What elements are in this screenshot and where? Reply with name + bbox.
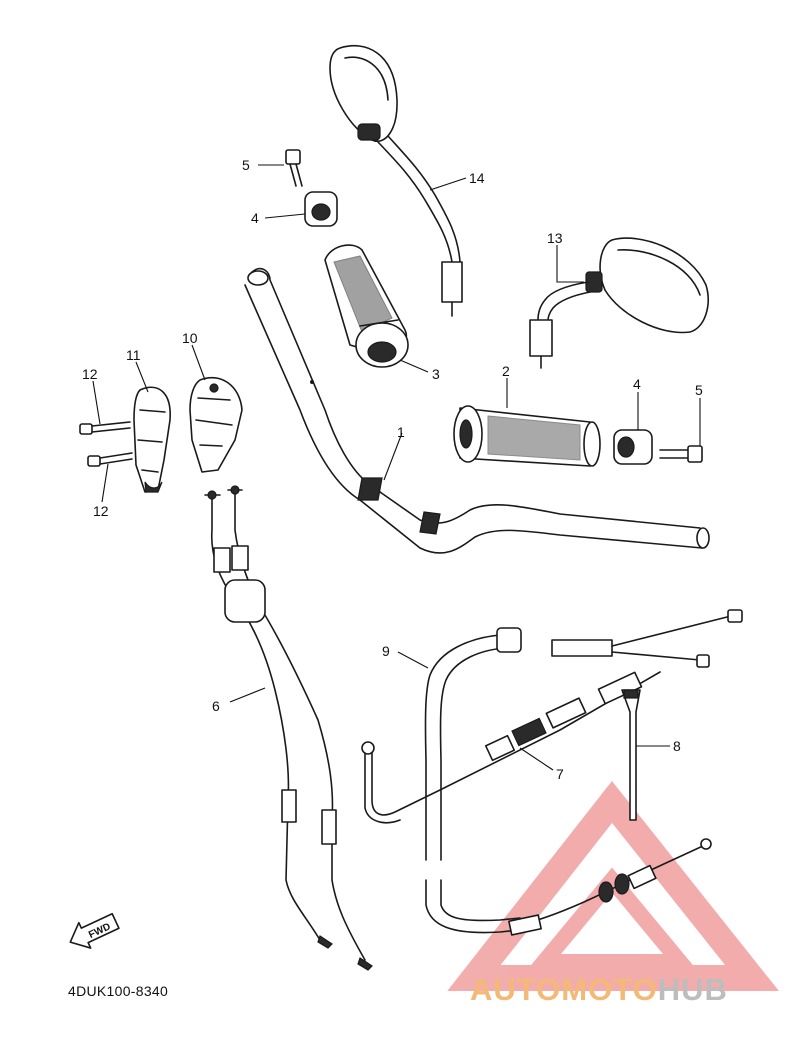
holder-lower — [133, 386, 171, 493]
callout-3: 3 — [432, 366, 440, 382]
callout-12-top: 12 — [82, 366, 98, 382]
document-code: 4DUK100-8340 — [68, 983, 169, 999]
clutch-cable — [361, 671, 661, 824]
callout-7: 7 — [556, 766, 564, 782]
watermark-brand-hub: HUB — [657, 972, 728, 1007]
watermark-triangle-icon — [447, 781, 779, 991]
grip-end-top — [304, 191, 338, 227]
grip-end-right — [613, 429, 653, 465]
watermark-brand-auto: AUTOMOTO — [470, 972, 658, 1007]
callout-12-bottom: 12 — [93, 503, 109, 519]
callout-4-right: 4 — [633, 376, 641, 392]
bolt-top — [285, 149, 303, 187]
throttle-cables — [204, 485, 373, 971]
watermark-logo: AUTOMOTOHUB — [470, 972, 728, 1008]
callouts: 1 2 3 4 4 5 5 6 7 8 9 10 11 12 12 13 14 — [82, 157, 703, 782]
callout-1: 1 — [397, 424, 405, 440]
hose — [424, 609, 743, 934]
mirror-right — [529, 237, 709, 369]
callout-13: 13 — [547, 230, 563, 246]
holder-upper — [189, 376, 243, 473]
callout-5-right: 5 — [695, 382, 703, 398]
callout-11: 11 — [126, 347, 141, 363]
left-grip — [453, 405, 601, 467]
mirror-left — [329, 44, 463, 317]
cable-adjuster — [508, 838, 712, 936]
handlebar — [244, 267, 710, 554]
callout-6: 6 — [212, 698, 220, 714]
callout-14: 14 — [469, 170, 485, 186]
callout-5-top: 5 — [242, 157, 250, 173]
cable-band — [621, 689, 641, 821]
callout-8: 8 — [673, 738, 681, 754]
leader-lines — [92, 164, 701, 771]
callout-4-top: 4 — [251, 210, 259, 226]
callout-10: 10 — [182, 330, 198, 346]
bolt-right — [659, 445, 703, 463]
callout-2: 2 — [502, 363, 510, 379]
fwd-arrow-icon: FWD — [69, 912, 120, 949]
throttle-grip — [324, 244, 409, 368]
screw-lower — [87, 452, 133, 467]
callout-9: 9 — [382, 643, 390, 659]
screw-upper — [79, 421, 131, 435]
